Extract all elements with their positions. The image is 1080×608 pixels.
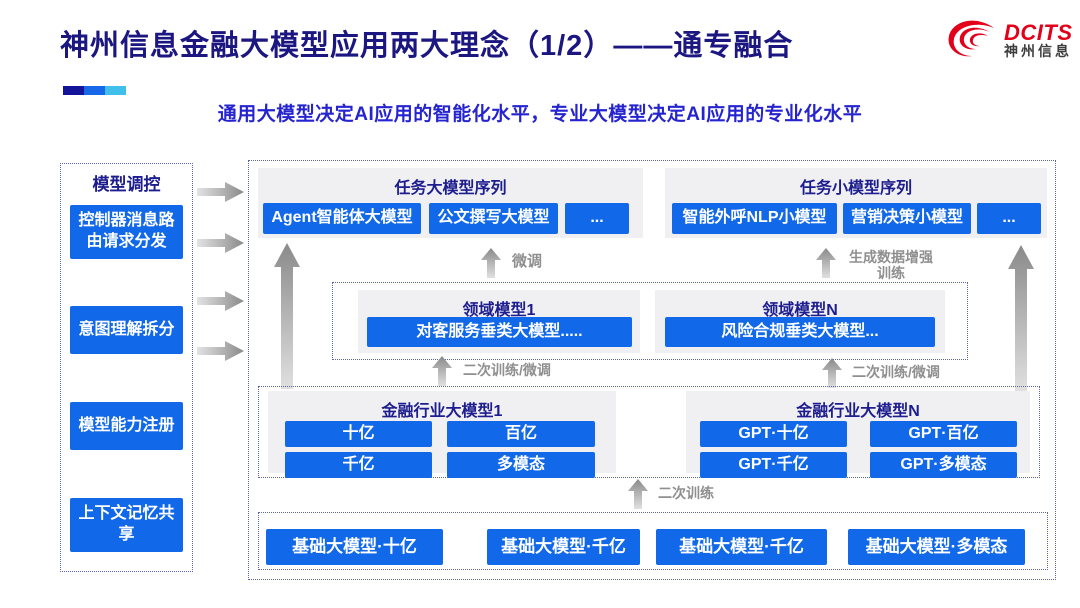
- tall-up-arrow-icon: [274, 243, 300, 389]
- domain-models-box: [332, 282, 968, 360]
- group-title: 任务大模型序列: [394, 180, 507, 197]
- model-node: GPT·多模态: [870, 452, 1017, 478]
- model-node: 千亿: [285, 452, 432, 478]
- industry-models-box: [258, 386, 1040, 478]
- model-node: Agent智能体大模型: [263, 203, 421, 234]
- group-title: 领域模型1: [462, 302, 536, 319]
- up-arrow-icon: [481, 248, 501, 278]
- model-node-ellipsis: ...: [977, 203, 1041, 234]
- model-node: GPT·十亿: [700, 421, 847, 447]
- model-node: 基础大模型·十亿: [266, 529, 443, 565]
- subtitle: 通用大模型决定AI应用的智能化水平，专业大模型决定AI应用的专业化水平: [217, 104, 863, 125]
- model-node: 基础大模型·千亿: [487, 529, 640, 565]
- model-node: 对客服务垂类大模型.....: [367, 317, 632, 347]
- model-node: 风险合规垂类大模型...: [665, 317, 935, 347]
- group-title: 金融行业大模型N: [796, 403, 920, 420]
- dcits-logo: DCITS 神州信息: [946, 18, 1073, 62]
- sidebar-item-router: 控制器消息路由请求分发: [70, 205, 183, 259]
- sidebar-item-context: 上下文记忆共享: [70, 498, 183, 552]
- deco-bar-segment: [84, 86, 105, 95]
- model-control-panel: [60, 163, 193, 572]
- main-diagram-box: [248, 160, 1056, 580]
- sidebar-title: 模型调控: [92, 175, 161, 194]
- logo-brand-text: DCITS: [1004, 20, 1073, 46]
- logo-company-text: 神州信息: [1004, 43, 1072, 60]
- deco-color-bar: [63, 86, 126, 95]
- arrow-label-retrain: 二次训练: [658, 485, 714, 501]
- arrow-label-retrain-finetune: 二次训练/微调: [463, 362, 551, 378]
- arrow-label-retrain-finetune: 二次训练/微调: [852, 364, 940, 380]
- model-node: 公文撰写大模型: [429, 203, 558, 234]
- arrow-label-finetune: 微调: [512, 253, 543, 270]
- model-node: 智能外呼NLP小模型: [672, 203, 837, 234]
- group-title: 任务小模型序列: [799, 180, 912, 197]
- tall-up-arrow-icon: [1008, 245, 1034, 391]
- right-arrow-icon: [197, 291, 244, 311]
- model-node: 基础大模型·千亿: [656, 529, 827, 565]
- model-node: 十亿: [285, 421, 432, 447]
- sidebar-item-intent: 意图理解拆分: [70, 306, 183, 354]
- right-arrow-icon: [197, 233, 244, 253]
- model-node: 百亿: [447, 421, 595, 447]
- model-node-ellipsis: ...: [565, 203, 629, 234]
- sidebar-item-capability: 模型能力注册: [70, 402, 183, 450]
- model-node: GPT·千亿: [700, 452, 847, 478]
- model-node: GPT·百亿: [870, 421, 1017, 447]
- up-arrow-icon: [816, 248, 836, 278]
- up-arrow-icon: [628, 479, 648, 509]
- up-arrow-icon: [432, 356, 452, 386]
- model-node: 多模态: [447, 452, 595, 478]
- dcits-swirl-icon: [948, 20, 994, 57]
- page-title: 神州信息金融大模型应用两大理念（1/2）——通专融合: [60, 30, 794, 62]
- group-title: 金融行业大模型1: [381, 403, 503, 420]
- up-arrow-icon: [822, 358, 842, 388]
- arrow-label-augmented-training: 生成数据增强训练: [849, 249, 933, 282]
- deco-bar-segment: [63, 86, 84, 95]
- deco-bar-segment: [105, 86, 126, 95]
- right-arrow-icon: [197, 341, 244, 361]
- model-node: 基础大模型·多模态: [848, 529, 1025, 565]
- right-arrow-icon: [197, 182, 244, 202]
- group-title: 领域模型N: [762, 302, 838, 319]
- model-node: 营销决策小模型: [843, 203, 971, 234]
